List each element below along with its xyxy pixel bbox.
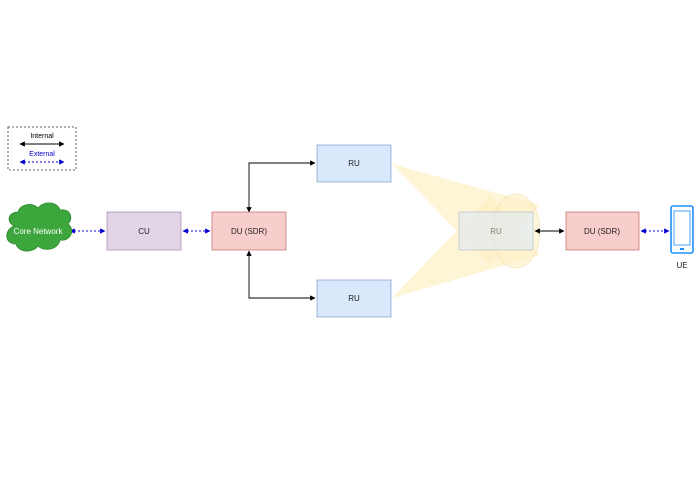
ru-bottom-label: RU bbox=[348, 294, 360, 303]
core-network-label: Core Network bbox=[14, 227, 64, 236]
legend: Internal External bbox=[7, 126, 77, 171]
ru-top-label: RU bbox=[348, 159, 360, 168]
ue-node: UE bbox=[670, 205, 694, 270]
cu-label: CU bbox=[138, 227, 150, 236]
ru-remote-label: RU bbox=[490, 227, 502, 236]
du-left-label: DU (SDR) bbox=[231, 227, 267, 236]
du-right-box bbox=[565, 211, 640, 251]
link-du-ru-bottom bbox=[246, 250, 316, 301]
legend-external-label: External bbox=[29, 151, 55, 158]
ru-top-box bbox=[316, 144, 392, 183]
cu-node: CU bbox=[106, 211, 182, 251]
link-du-ru-top bbox=[246, 160, 316, 213]
du-right-node: DU (SDR) bbox=[565, 211, 640, 251]
connectors bbox=[69, 160, 670, 301]
legend-internal-label: Internal bbox=[30, 133, 54, 140]
ue-label: UE bbox=[676, 261, 687, 270]
du-left-box bbox=[211, 211, 287, 251]
du-right-label: DU (SDR) bbox=[584, 227, 620, 236]
ru-remote-box bbox=[458, 211, 534, 251]
cu-box bbox=[106, 211, 182, 251]
ru-remote-node: RU bbox=[458, 211, 534, 251]
du-left-node: DU (SDR) bbox=[211, 211, 287, 251]
cloud-icon bbox=[6, 202, 73, 252]
ru-bottom-node: RU bbox=[316, 279, 392, 318]
smartphone-icon bbox=[670, 205, 694, 254]
core-network-node: Core Network bbox=[6, 202, 73, 252]
ru-bottom-box bbox=[316, 279, 392, 318]
ru-top-node: RU bbox=[316, 144, 392, 183]
